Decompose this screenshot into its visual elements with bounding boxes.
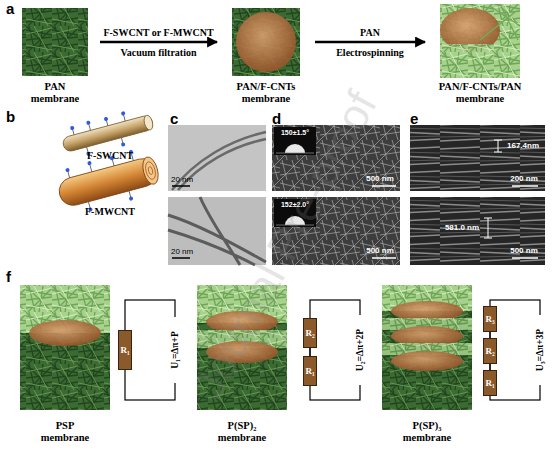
- voltage-label: U₂=Δπ+2P: [354, 315, 366, 385]
- pan-membrane-art: [22, 8, 88, 76]
- membrane-label: PAN membrane: [25, 81, 85, 105]
- circuit-wire: [489, 332, 490, 338]
- scale-text: 500 nm: [362, 174, 398, 183]
- thickness-value: 167.4nm: [503, 141, 543, 150]
- water-droplet: [285, 144, 305, 153]
- resistor-box: R₁: [118, 330, 132, 370]
- circuit-wire: [309, 348, 310, 356]
- process-step: Vacuum filtration: [100, 47, 217, 58]
- membrane-node: P(SP)₃ membrane: [377, 282, 477, 444]
- thickness-value: 581.0 nm: [440, 223, 484, 232]
- cross-section-image: [410, 125, 545, 191]
- membrane-node: PAN membrane: [15, 5, 95, 105]
- resistor-label: R₂: [305, 328, 314, 338]
- swcnt-illustration: [59, 105, 157, 162]
- cnt-layer: [236, 12, 296, 72]
- resistor-box: R₂: [483, 338, 497, 364]
- contact-angle: 150±1.5°: [274, 129, 316, 136]
- membrane-label: P(SP)₃ membrane: [392, 420, 462, 444]
- resistor-box: R₁: [303, 356, 317, 386]
- membrane-node: PAN/F-CNTs membrane: [222, 5, 310, 105]
- process-arrow: [100, 41, 217, 44]
- panel-letter: c: [170, 110, 186, 127]
- scale-text: 500 nm: [506, 246, 542, 255]
- resistor-label: R₁: [485, 378, 494, 388]
- edge-label: PAN: [305, 27, 435, 38]
- panel-letter: a: [6, 0, 22, 17]
- membrane-label: PAN/F-CNTs/PAN membrane: [433, 81, 528, 105]
- scale-bar: [172, 185, 190, 187]
- circuit-wire: [125, 300, 175, 400]
- voltage-label: U₁=Δπ+P: [169, 317, 181, 383]
- scale-bar: [372, 185, 396, 187]
- panel-letter: e: [410, 110, 426, 127]
- scale-text: 20 nm: [171, 175, 207, 184]
- process-arrow: [315, 41, 425, 44]
- scale-text: 20 nm: [171, 247, 207, 256]
- circuit-wire: [490, 300, 540, 400]
- psp-membrane-art: [382, 285, 472, 410]
- membrane-label: PSP membrane: [35, 420, 95, 444]
- scale-text: 500 nm: [362, 246, 398, 255]
- cross-section-image: [410, 197, 545, 265]
- circuit-wire: [310, 300, 360, 400]
- tube-name: F-SWCNT: [70, 150, 150, 161]
- tube-name: F-MWCNT: [70, 206, 150, 217]
- cnt-layer: [391, 351, 463, 371]
- membrane-node: PSP membrane: [15, 282, 115, 444]
- scale-bar: [172, 257, 190, 259]
- pan-top-layer: [440, 4, 520, 78]
- psp-membrane-art: [20, 285, 110, 410]
- cnt-layer: [29, 320, 101, 346]
- voltage-label: U₃=Δπ+3P: [534, 315, 546, 385]
- panel-letter: d: [272, 110, 288, 127]
- pan-top-layer: [440, 44, 520, 78]
- panel-letter: b: [6, 108, 22, 125]
- nanotube-outline: [172, 132, 266, 190]
- membrane-node: PAN/F-CNTs/PAN membrane: [430, 2, 530, 105]
- membrane-label: P(SP)₂ membrane: [207, 420, 277, 444]
- resistor-label: R₁: [120, 345, 129, 355]
- scale-text: 200 nm: [506, 174, 542, 183]
- scale-bar: [512, 257, 538, 259]
- membrane-label: PAN/F-CNTs membrane: [226, 81, 306, 105]
- process-step: Electrospinning: [315, 47, 425, 58]
- resistor-label: R₁: [305, 366, 314, 376]
- scale-bar: [372, 257, 396, 259]
- resistor-box: R₁: [483, 370, 497, 396]
- resistor-box: R₂: [303, 318, 317, 348]
- mwcnt-illustration: [53, 145, 163, 218]
- pan-membrane-art: [232, 8, 300, 76]
- resistor-label: R₃: [485, 314, 494, 324]
- resistor-box: R₃: [483, 306, 497, 332]
- scale-bar: [512, 185, 538, 187]
- resistor-label: R₂: [485, 346, 494, 356]
- edge-label: F-SWCNT or F-MWCNT: [94, 27, 224, 38]
- panel-letter: f: [6, 268, 22, 285]
- fiber-strands: [480, 4, 520, 40]
- circuit-wire: [489, 364, 490, 370]
- tem-image: [168, 125, 266, 191]
